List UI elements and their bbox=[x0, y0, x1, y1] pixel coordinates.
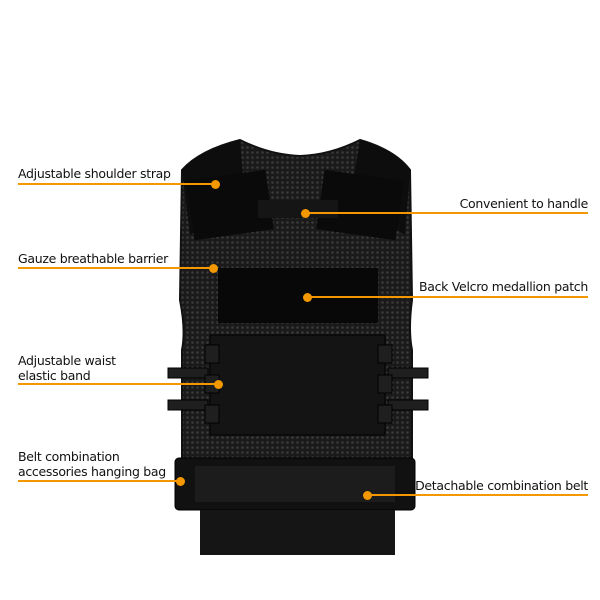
marker-dot bbox=[176, 477, 185, 486]
label-gauze: Gauze breathable barrier bbox=[18, 251, 168, 266]
label-line: Belt combination bbox=[18, 449, 120, 464]
leader-line bbox=[18, 480, 180, 482]
marker-dot bbox=[303, 293, 312, 302]
leader-line bbox=[307, 296, 588, 298]
leader-line bbox=[367, 494, 588, 496]
marker-dot bbox=[301, 209, 310, 218]
label-line: elastic band bbox=[18, 368, 91, 383]
marker-dot bbox=[363, 491, 372, 500]
marker-dot bbox=[214, 380, 223, 389]
leader-line bbox=[18, 267, 213, 269]
marker-dot bbox=[211, 180, 220, 189]
label-line: Adjustable waist bbox=[18, 353, 116, 368]
label-velcro-patch: Back Velcro medallion patch bbox=[418, 279, 588, 294]
label-handle: Convenient to handle bbox=[459, 196, 589, 211]
label-shoulder-strap: Adjustable shoulder strap bbox=[18, 166, 171, 181]
leader-line bbox=[18, 383, 218, 385]
label-combination-belt: Detachable combination belt bbox=[415, 478, 588, 493]
label-line: accessories hanging bag bbox=[18, 464, 166, 479]
marker-dot bbox=[209, 264, 218, 273]
leader-line bbox=[18, 183, 215, 185]
leader-line bbox=[305, 212, 588, 214]
